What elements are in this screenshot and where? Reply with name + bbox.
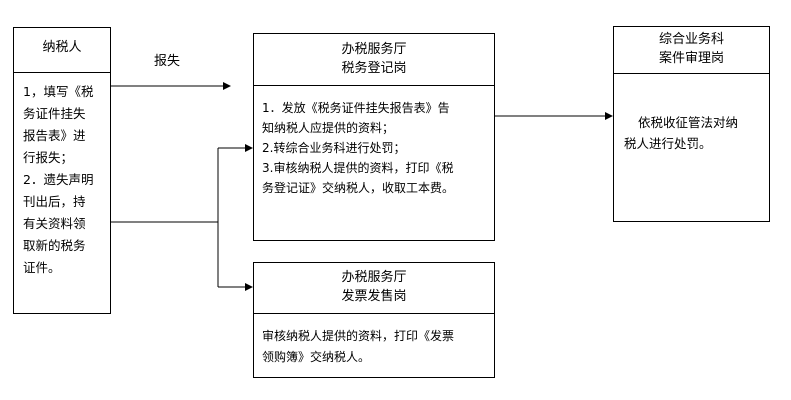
registration-title-line: 税务登记岗	[341, 61, 407, 76]
review-title-line: 综合业务科	[658, 32, 724, 47]
node-invoice-title: 办税服务厅 发票发售岗	[254, 263, 494, 314]
taxpayer-line: 证件。	[23, 260, 61, 275]
node-review-body: 依税收征管法对纳 税人进行处罚。	[614, 74, 769, 221]
taxpayer-line: 刊出后，持	[23, 194, 86, 209]
registration-line: 3.审核纳税人提供的资料，打印《税	[262, 161, 454, 175]
invoice-title-line: 发票发售岗	[341, 289, 407, 304]
node-review-title: 综合业务科 案件审理岗	[614, 27, 769, 74]
node-invoice: 办税服务厅 发票发售岗 审核纳税人提供的资料，打印《发票 领购簿》交纳税人。	[253, 262, 495, 378]
invoice-title-line: 办税服务厅	[341, 270, 407, 285]
taxpayer-line: 2．遗失声明	[23, 172, 94, 187]
node-taxpayer: 纳税人 1，填写《税 务证件挂失 报告表》进 行报失； 2．遗失声明 刊出后，持…	[13, 27, 111, 314]
taxpayer-line: 务证件挂失	[23, 106, 86, 121]
node-invoice-body: 审核纳税人提供的资料，打印《发票 领购簿》交纳税人。	[254, 314, 494, 377]
node-registration-body: 1．发放《税务证件挂失报告表》告 知纳税人应提供的资料； 2.转综合业务科进行处…	[254, 86, 494, 240]
taxpayer-line: 报告表》进	[23, 128, 86, 143]
registration-title-line: 办税服务厅	[341, 42, 407, 57]
review-line: 依税收征管法对纳	[638, 115, 739, 130]
registration-line: 1．发放《税务证件挂失报告表》告	[262, 101, 450, 115]
node-taxpayer-title: 纳税人	[14, 28, 110, 73]
invoice-line: 审核纳税人提供的资料，打印《发票	[262, 329, 455, 343]
invoice-line: 领购簿》交纳税人。	[262, 350, 371, 364]
taxpayer-line: 取新的税务	[23, 238, 86, 253]
taxpayer-line: 1，填写《税	[23, 84, 94, 99]
edge-label-report: 报失	[154, 54, 181, 69]
taxpayer-line: 行报失；	[23, 150, 74, 165]
registration-line: 2.转综合业务科进行处罚；	[262, 141, 406, 155]
review-line: 税人进行处罚。	[624, 136, 712, 151]
node-review: 综合业务科 案件审理岗 依税收征管法对纳 税人进行处罚。	[613, 26, 770, 222]
node-registration: 办税服务厅 税务登记岗 1．发放《税务证件挂失报告表》告 知纳税人应提供的资料；…	[253, 33, 495, 241]
node-registration-title: 办税服务厅 税务登记岗	[254, 34, 494, 86]
registration-line: 知纳税人应提供的资料；	[262, 121, 395, 135]
taxpayer-line: 有关资料领	[23, 216, 86, 231]
review-title-line: 案件审理岗	[658, 51, 724, 66]
node-taxpayer-body: 1，填写《税 务证件挂失 报告表》进 行报失； 2．遗失声明 刊出后，持 有关资…	[14, 73, 110, 313]
registration-line: 务登记证》交纳税人，收取工本费。	[262, 181, 455, 195]
